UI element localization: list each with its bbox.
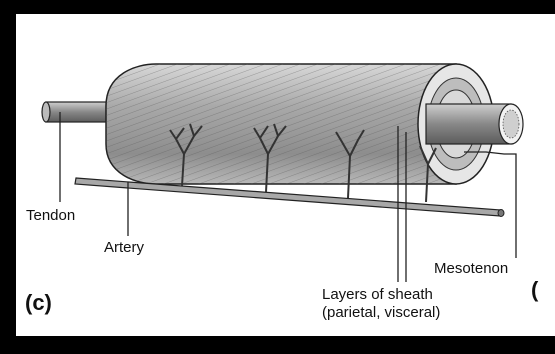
tendon-right-end [426,104,523,144]
panel-letter: (c) [25,291,52,315]
next-panel-fragment: ( [531,277,538,303]
sheath-label-line1: Layers of sheath [322,286,433,304]
next-panel-edge [541,14,555,336]
mesotenon-label: Mesotenon [434,260,508,278]
figure-panel: Tendon Artery Mesotenon Layers of sheath… [16,14,541,336]
tendon-sheath-illustration [16,14,541,336]
tendon-left-end [42,102,106,122]
sheath-label-line2: (parietal, visceral) [322,304,440,322]
tendon-label: Tendon [26,207,75,225]
artery-label: Artery [104,239,144,257]
